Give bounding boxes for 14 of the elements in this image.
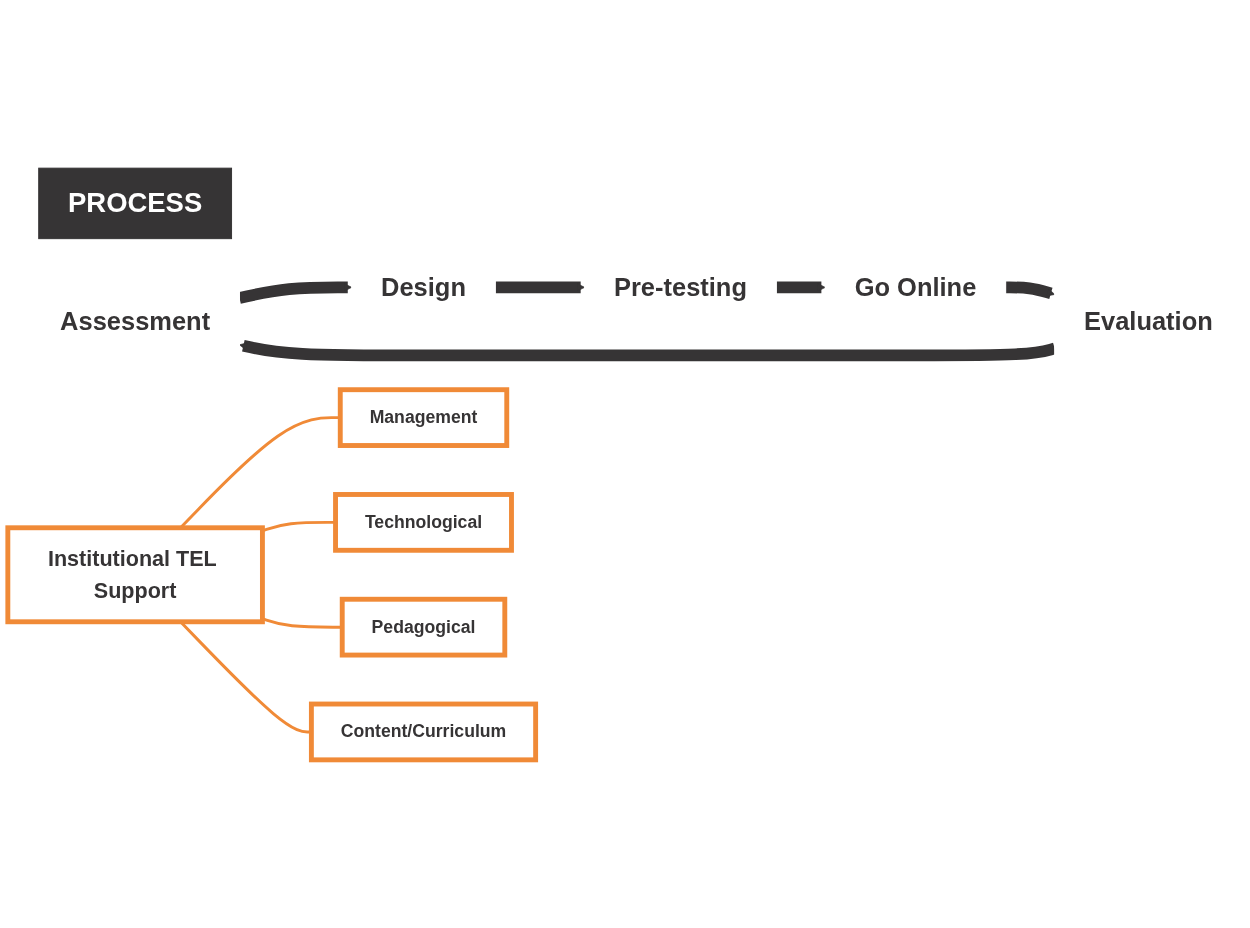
node-text: Assessment <box>60 306 211 336</box>
node-box: Management <box>337 387 510 448</box>
arrow <box>495 281 585 294</box>
node-box: Content/Curriculum <box>308 701 539 763</box>
node-text: Design <box>381 272 466 302</box>
node-box: PROCESS <box>38 167 233 240</box>
node-box: Technological <box>333 492 514 553</box>
node-text: Go Online <box>854 272 977 302</box>
node-text: Pre-testing <box>613 272 747 302</box>
node-box: Pedagogical <box>339 596 508 658</box>
arrow <box>239 339 1057 362</box>
node-text: Evaluation <box>1084 306 1213 336</box>
arrow <box>238 281 353 304</box>
node-box: Institutional TEL Support <box>5 525 265 625</box>
